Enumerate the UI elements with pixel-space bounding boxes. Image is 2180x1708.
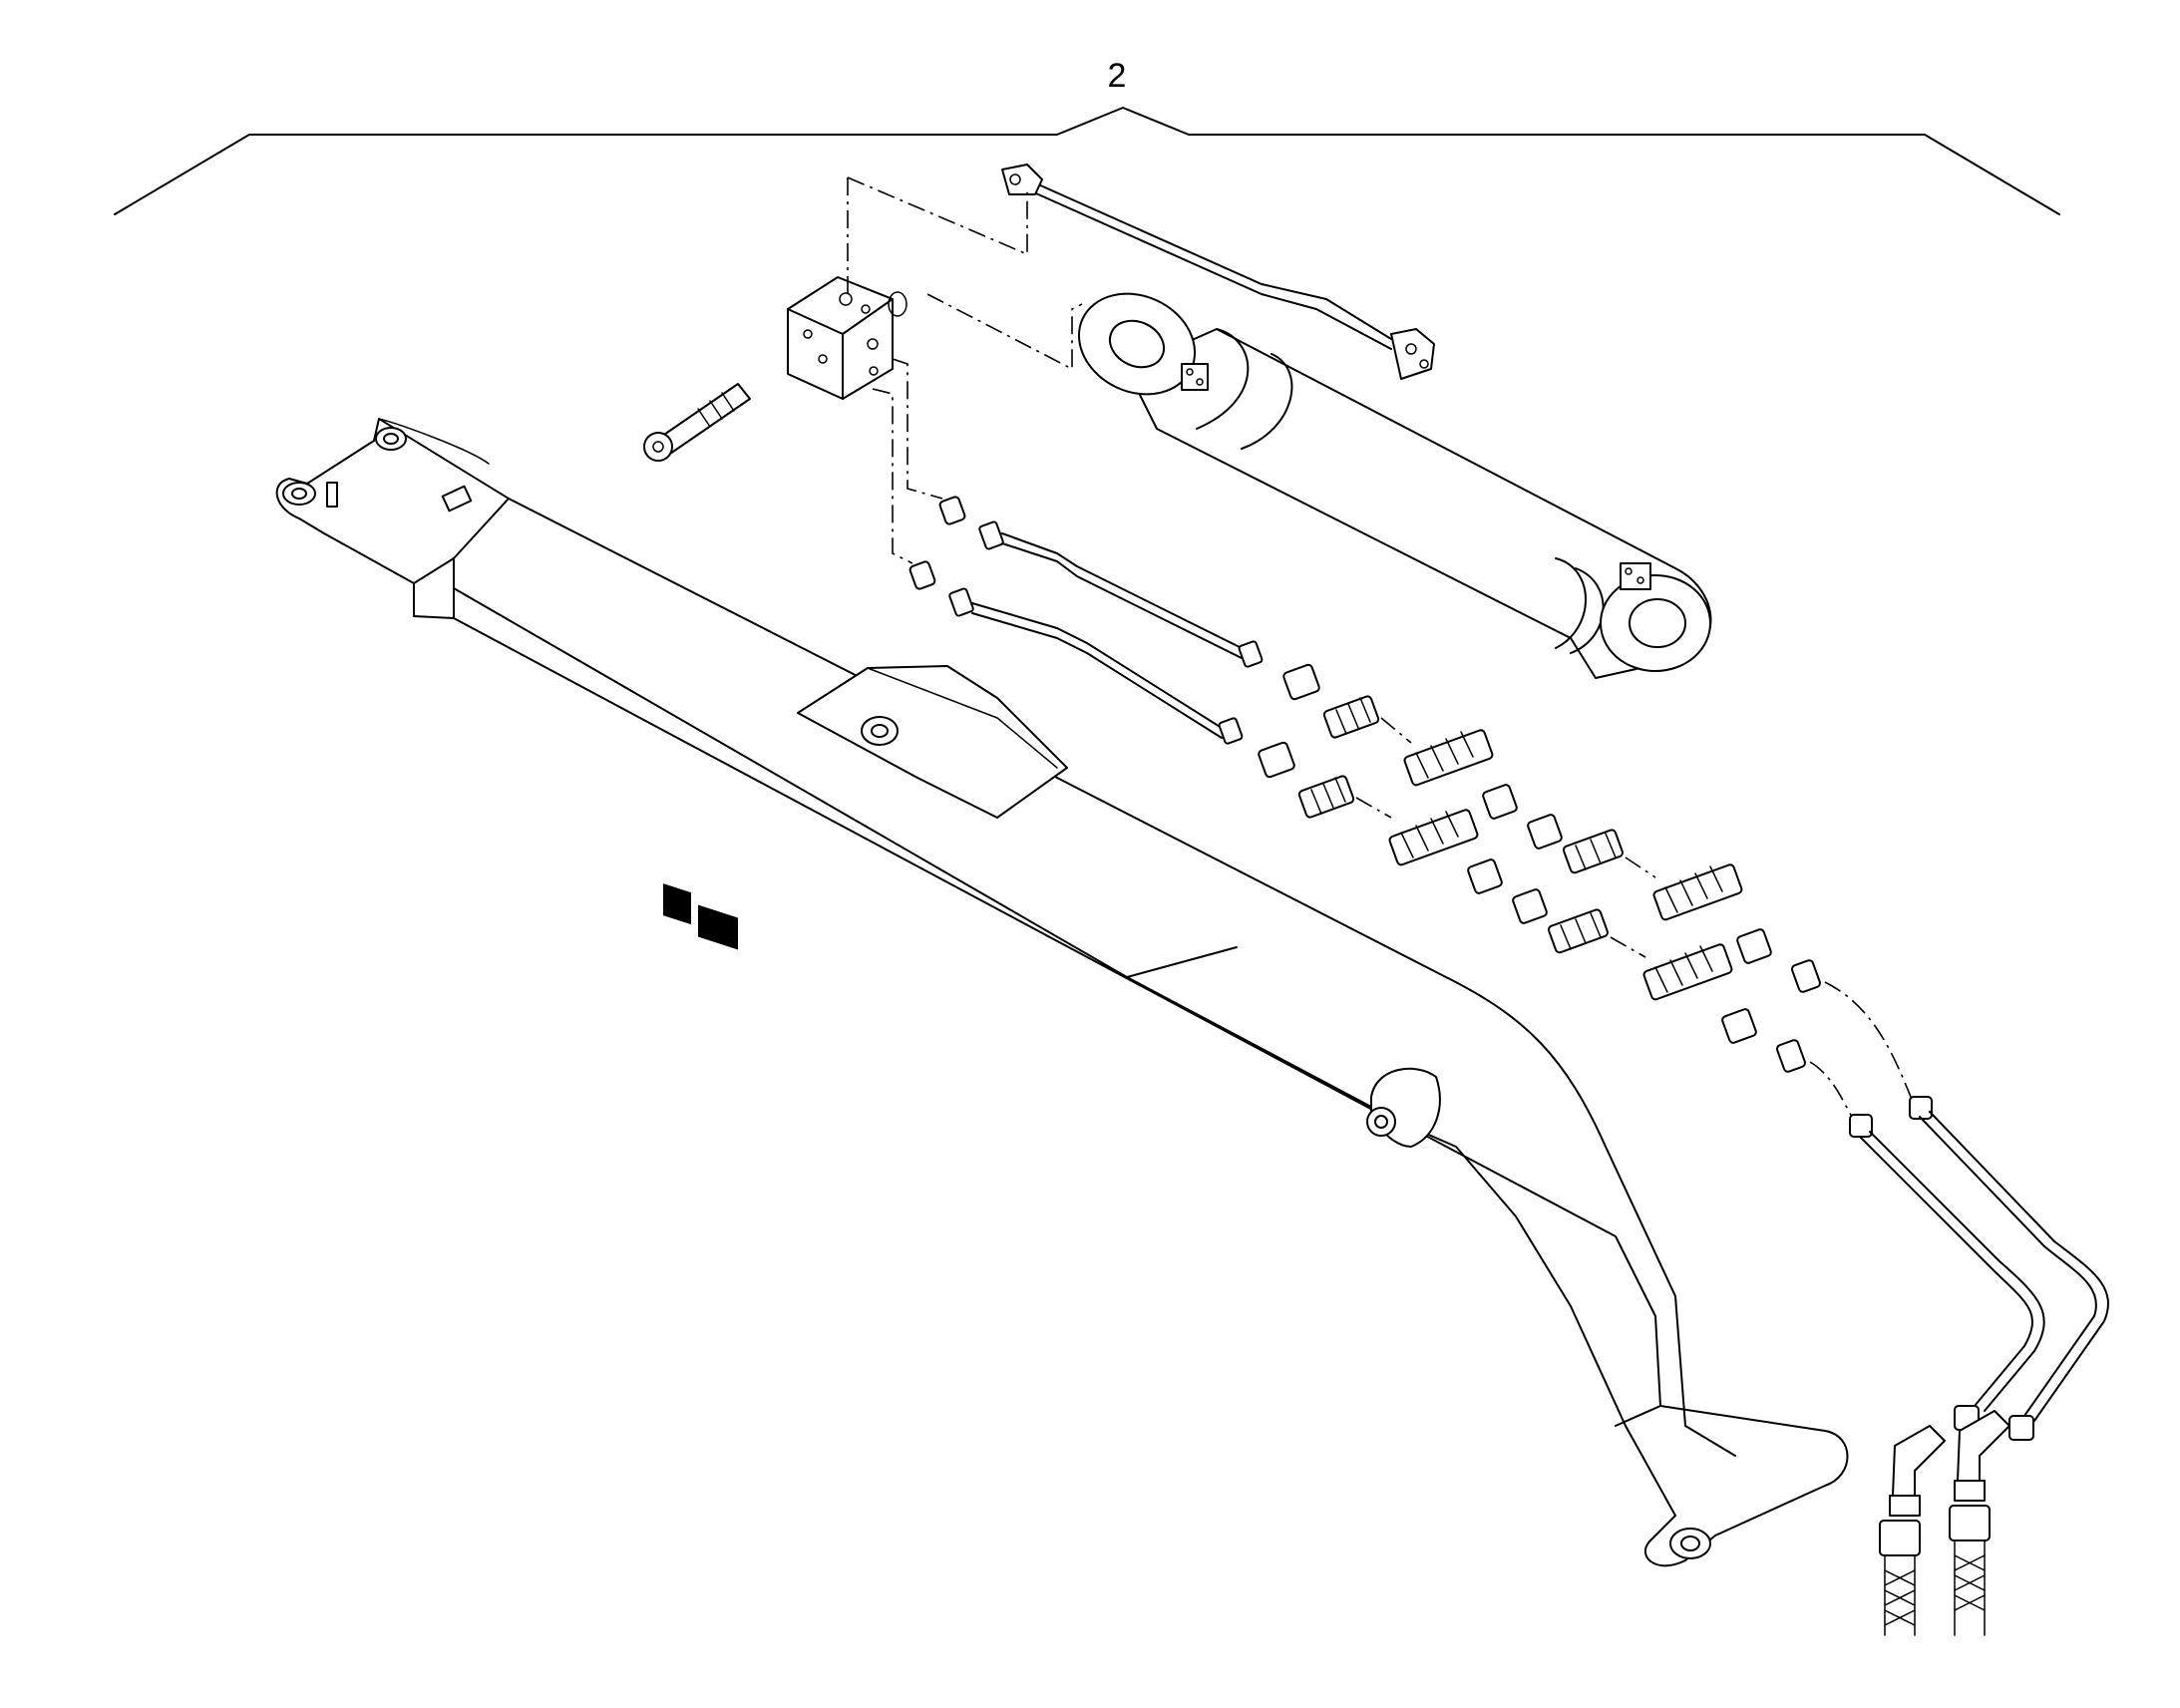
- decal-right: [698, 904, 738, 950]
- hose-line-upper: [938, 496, 1916, 1108]
- hose-line-lower: [908, 560, 1856, 1123]
- assembly-bracket: [114, 107, 2060, 215]
- rigid-pipe-upper: [1001, 164, 1435, 380]
- decal-left: [663, 883, 691, 925]
- elbow-fitting-left: [1879, 1425, 1946, 1636]
- cap-screw: [643, 383, 751, 462]
- callout-number-2: 2: [1108, 57, 1127, 95]
- rigid-pipe-bend-left: [1849, 1114, 2045, 1431]
- valve-block: [787, 276, 908, 400]
- elbow-fitting-right: [1949, 1410, 2010, 1636]
- hydraulic-cylinder: [1077, 292, 1712, 679]
- assembly-leader-lines: [847, 176, 1083, 564]
- rigid-pipe-bend-right: [1909, 1096, 2109, 1441]
- boom-arm: [275, 418, 1849, 1567]
